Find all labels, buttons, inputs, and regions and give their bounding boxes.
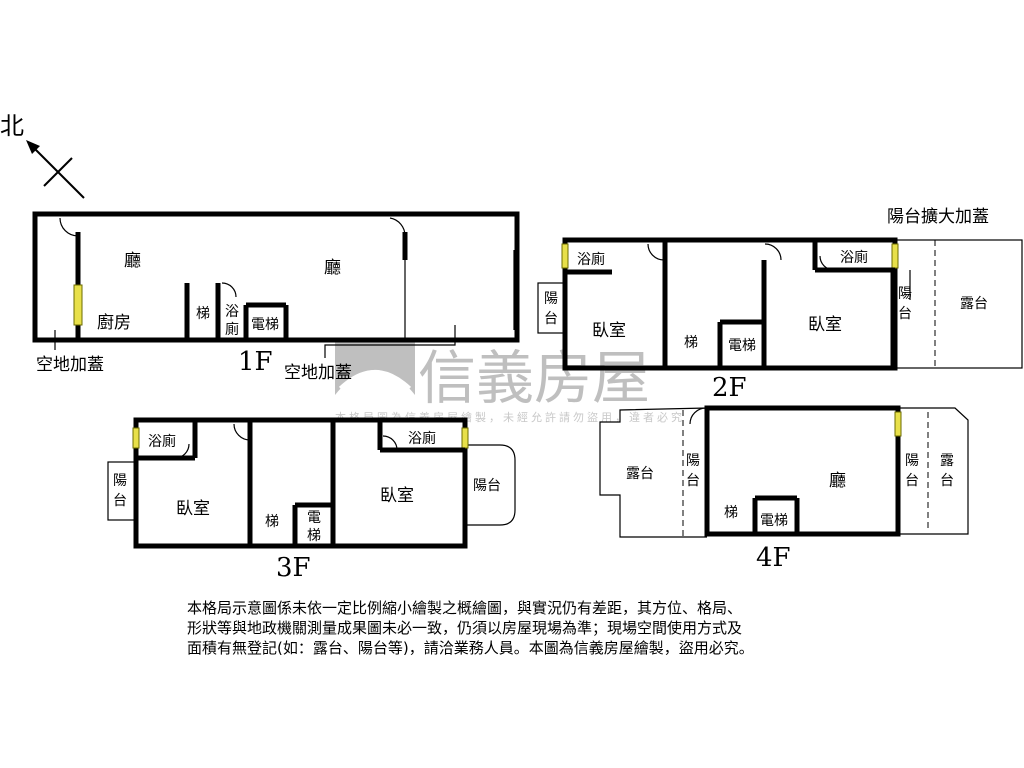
room-balcony-2b: 台 <box>905 473 919 489</box>
room-balcony-1a: 陽 <box>544 291 558 307</box>
room-bath-b: 廁 <box>225 321 239 338</box>
room-balcony-2a: 陽 <box>898 286 912 302</box>
room-balcony-1a: 陽 <box>686 453 700 469</box>
disclaimer: 本格局示意圖係未依一定比例縮小繪製之概繪圖，與實況仍有差距，其方位、格局、 形狀… <box>187 598 847 658</box>
room-stairs: 梯 <box>265 514 279 530</box>
annotation-addition-1: 空地加蓋 <box>36 355 104 375</box>
room-living: 廳 <box>829 471 846 491</box>
room-elevator: 電梯 <box>760 513 788 529</box>
room-balcony-1b: 台 <box>544 311 558 327</box>
room-bath-2: 浴廁 <box>408 430 436 447</box>
room-living-2: 廳 <box>324 258 341 278</box>
floor-2f: 浴廁 陽 台 臥室 梯 電梯 臥室 浴廁 陽 台 露台 陽台擴大加蓋 2F <box>537 207 1023 403</box>
room-bedroom-2: 臥室 <box>808 315 842 335</box>
room-bedroom-1: 臥室 <box>592 321 626 341</box>
room-terrace: 露台 <box>960 296 988 312</box>
floor-label-2f: 2F <box>712 373 747 403</box>
floor-3f: 浴廁 陽 台 臥室 梯 電 梯 臥室 浴廁 陽台 3F <box>107 417 516 583</box>
disclaimer-line: 形狀等與地政機關測量成果圖未必一致，仍須以房屋現場為準；現場空間使用方式及 <box>187 619 743 637</box>
room-balcony-1b: 台 <box>113 493 127 509</box>
disclaimer-line: 本格局示意圖係未依一定比例縮小繪製之概繪圖，與實況仍有差距，其方位、格局、 <box>187 599 743 617</box>
floor-4f: 露台 陽 台 梯 電梯 廳 陽 台 露 台 4F <box>599 405 969 573</box>
room-balcony-1b: 台 <box>686 473 700 489</box>
room-living-1: 廳 <box>124 251 141 271</box>
annotation-balcony-extension: 陽台擴大加蓋 <box>887 207 989 227</box>
watermark-brand: 信義房屋 <box>418 344 650 412</box>
floor-1f: 廳 廳 廚房 梯 浴 廁 電梯 空地加蓋 空地加蓋 1F <box>32 211 520 383</box>
room-stairs: 梯 <box>196 306 210 322</box>
room-elevator: 電梯 <box>728 338 756 354</box>
room-elevator-a: 電 <box>307 510 321 526</box>
room-kitchen: 廚房 <box>97 312 131 333</box>
floor-label-1f: 1F <box>238 347 273 377</box>
room-terrace-2b: 台 <box>940 473 954 489</box>
north-arrow-icon <box>26 140 85 199</box>
room-balcony-1a: 陽 <box>113 473 127 489</box>
north-label: 北 <box>0 112 24 140</box>
watermark: 信義房屋 本格局圖為信義房屋繪製，未經允許請勿盜用，違者必究 <box>335 340 682 424</box>
room-stairs: 梯 <box>684 335 698 351</box>
disclaimer-line: 面積有無登記(如：露台、陽台等)，請洽業務人員。本圖為信義房屋繪製，盜用必究。 <box>187 639 754 657</box>
brand-logo-icon <box>335 340 415 402</box>
room-bath-a: 浴 <box>225 304 239 320</box>
annotation-addition-2: 空地加蓋 <box>284 363 352 383</box>
room-terrace-1: 露台 <box>626 466 654 482</box>
room-bedroom-1: 臥室 <box>176 499 210 519</box>
room-bath-1: 浴廁 <box>577 251 605 268</box>
room-balcony-2b: 台 <box>898 306 912 322</box>
room-balcony-2: 陽台 <box>473 478 501 494</box>
room-bath-1: 浴廁 <box>148 433 176 450</box>
room-elevator: 電梯 <box>251 317 279 333</box>
room-bath-2: 浴廁 <box>840 249 868 266</box>
room-terrace-2a: 露 <box>940 453 954 469</box>
floor-label-4f: 4F <box>756 543 791 573</box>
room-balcony-2a: 陽 <box>905 453 919 469</box>
floor-label-3f: 3F <box>276 553 311 583</box>
room-stairs: 梯 <box>724 505 738 521</box>
room-bedroom-2: 臥室 <box>380 486 414 506</box>
room-elevator-b: 梯 <box>307 528 321 544</box>
